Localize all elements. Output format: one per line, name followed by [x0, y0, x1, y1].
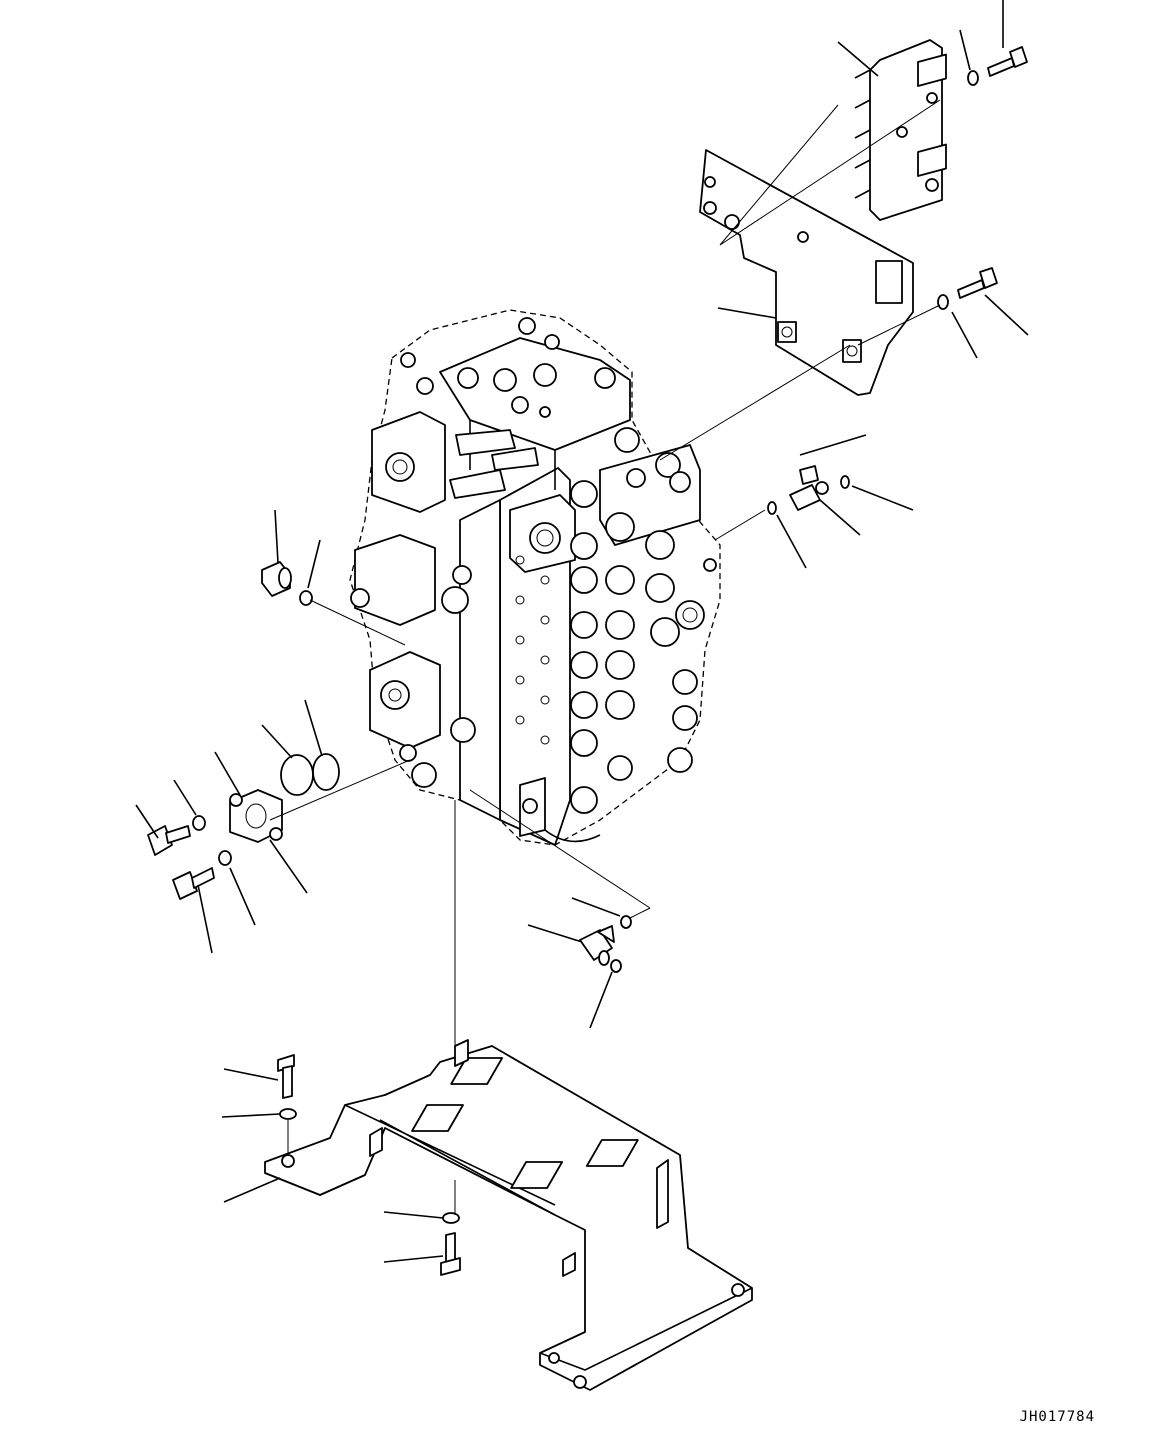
o-ring-lower-lower	[611, 960, 621, 972]
elbow-fitting-right	[790, 466, 828, 510]
plate-washer	[938, 295, 948, 309]
base-bolt-bottom	[441, 1233, 460, 1275]
flange-washer-upper	[193, 816, 205, 830]
o-ring-right-small	[768, 502, 776, 514]
flange-o-ring	[313, 754, 339, 790]
o-ring-right-far	[841, 476, 849, 488]
flange-seal	[281, 755, 313, 795]
drawing-number: JH017784	[1019, 1409, 1095, 1425]
o-ring-lower-upper	[621, 916, 631, 928]
o-ring-left	[300, 591, 312, 605]
base-bracket	[265, 1040, 752, 1390]
assembly-lines	[270, 100, 940, 1215]
plate-bolt	[958, 268, 997, 298]
relay-bracket	[855, 40, 946, 220]
bracket-bolt-top	[988, 47, 1027, 76]
bracket-washer-top	[968, 71, 978, 85]
flange-washer-lower	[219, 851, 231, 865]
flange-bolt-upper	[148, 826, 190, 855]
base-washer-bottom	[443, 1213, 459, 1223]
callout-leaders	[136, 0, 1028, 1262]
base-bolt-top	[278, 1055, 294, 1098]
base-washer-top	[280, 1109, 296, 1119]
elbow-fitting-lower	[580, 926, 614, 965]
plug-left	[262, 562, 291, 596]
mounting-plate	[700, 150, 913, 395]
main-control-valve	[350, 310, 720, 845]
flange	[230, 790, 282, 842]
flange-bolt-lower	[173, 868, 214, 899]
